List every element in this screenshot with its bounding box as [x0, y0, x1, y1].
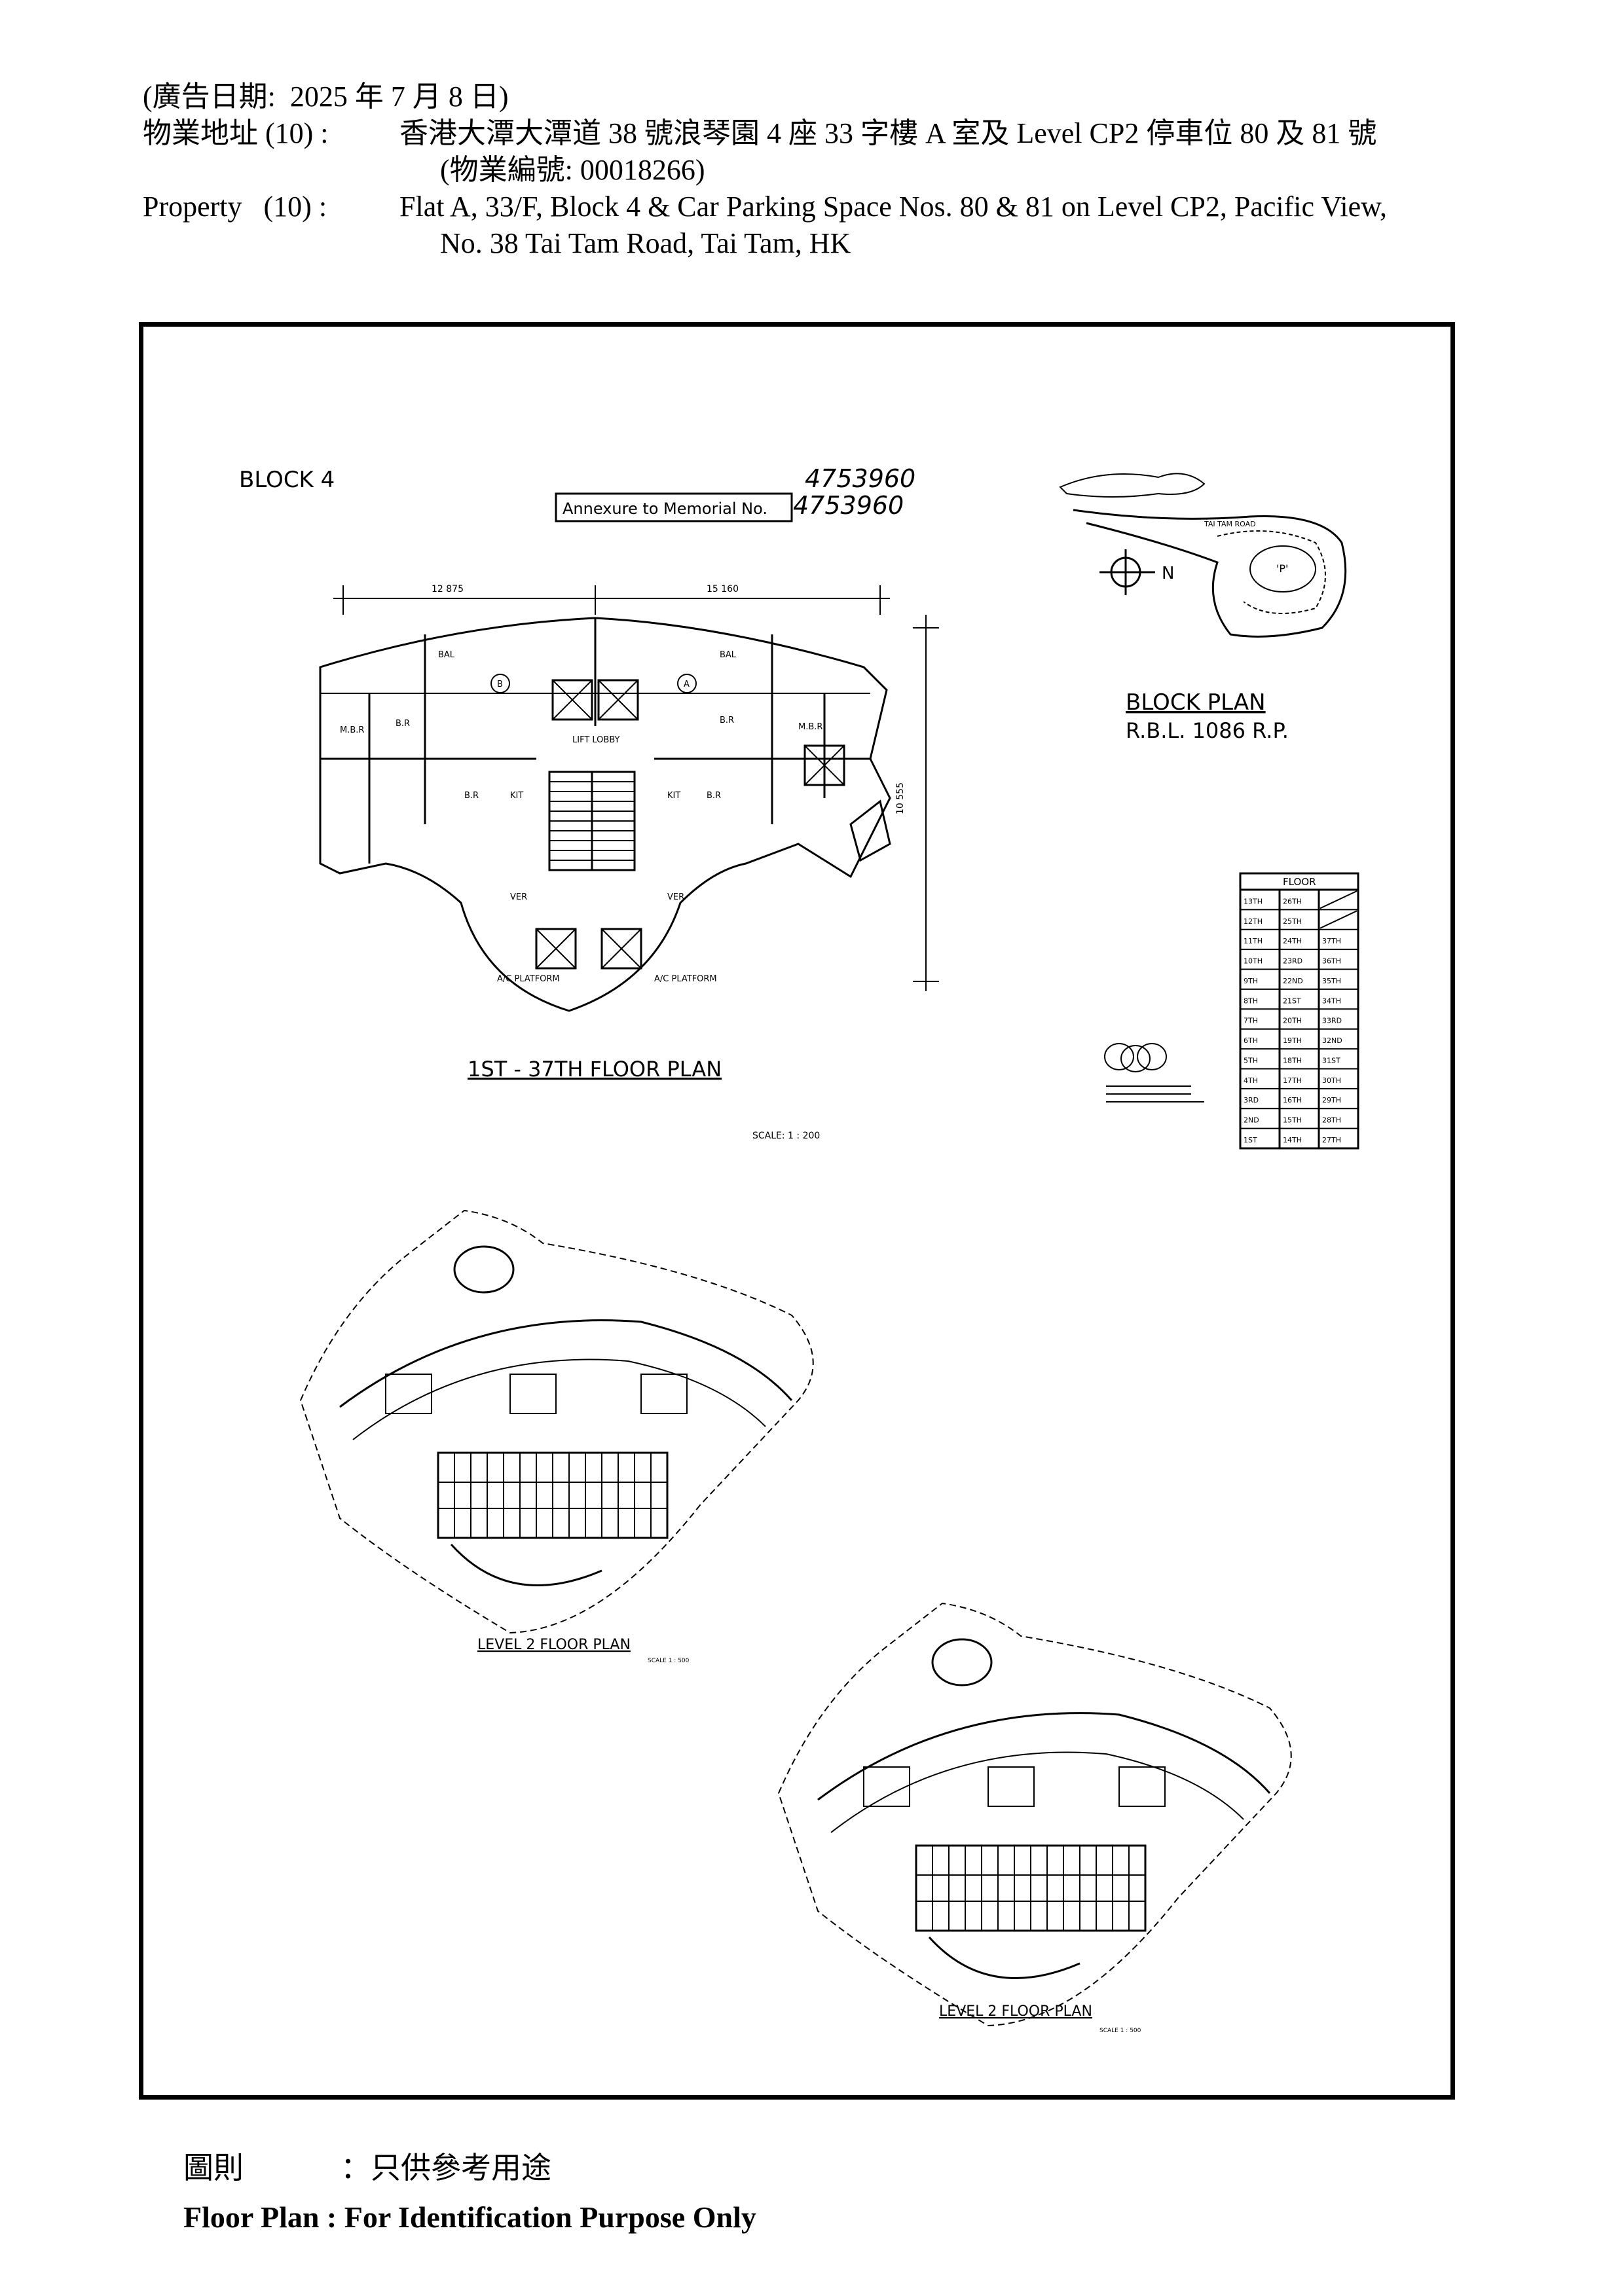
floor-table-cell: 12TH — [1244, 917, 1263, 926]
property-en-line2: No. 38 Tai Tam Road, Tai Tam, HK — [440, 227, 851, 259]
floor-table-empty-cell — [1320, 910, 1357, 929]
floor-table-cell: 19TH — [1283, 1036, 1302, 1045]
room-ac-right: A/C PLATFORM — [654, 974, 717, 984]
level2-scale-upper: SCALE 1 : 500 — [648, 1658, 690, 1664]
room-br-lower-left: B.R — [464, 791, 479, 801]
dimension-lines — [333, 585, 939, 991]
floor-table-cell: 11TH — [1244, 937, 1263, 945]
floor-table-cell: 32ND — [1322, 1036, 1342, 1045]
floor-table-cell: 5TH — [1244, 1056, 1258, 1065]
lift-lobby-label: LIFT LOBBY — [572, 735, 620, 745]
floor-table-cell: 10TH — [1244, 957, 1263, 966]
floor-table-cell: 8TH — [1244, 996, 1258, 1005]
floor-table-cell: 14TH — [1283, 1136, 1302, 1144]
unit-a-label: A — [684, 680, 690, 689]
room-bal-right: BAL — [720, 650, 737, 660]
floor-plan-drawing: BLOCK 4 4753960 Annexure to Memorial No.… — [239, 464, 1359, 2034]
floor-table-cell: 23RD — [1283, 957, 1302, 966]
floor-table-cell: 21ST — [1283, 996, 1301, 1005]
site-label: 'P' — [1276, 562, 1288, 575]
room-br-lower-right: B.R — [707, 791, 721, 801]
room-ver-left: VER — [510, 892, 527, 902]
memorial-label: Annexure to Memorial No. — [563, 500, 767, 518]
advert-date: (廣告日期: 2025 年 7 月 8 日) — [143, 81, 509, 113]
floor-plan-frame: BLOCK 4 4753960 Annexure to Memorial No.… — [139, 322, 1455, 2100]
floor-table-header: FLOOR — [1283, 876, 1316, 888]
floor-table-cell: 13TH — [1244, 897, 1263, 905]
floor-table-cell: 30TH — [1322, 1076, 1341, 1085]
floor-table-cell: 6TH — [1244, 1036, 1258, 1045]
north-arrow-label: N — [1162, 564, 1174, 583]
level2-title-lower: LEVEL 2 FLOOR PLAN — [939, 2003, 1092, 2020]
floor-table-cell: 27TH — [1322, 1136, 1341, 1144]
floor-table-cell: 29TH — [1322, 1096, 1341, 1104]
floor-table-empty-cell — [1320, 890, 1357, 909]
floor-table-cell: 3RD — [1244, 1096, 1259, 1104]
floor-table-cell: 35TH — [1322, 977, 1341, 985]
floor-table-cell: 9TH — [1244, 977, 1258, 985]
dimension-right: 15 160 — [707, 584, 739, 594]
room-ver-right: VER — [667, 892, 684, 902]
floor-plan-title: 1ST - 37TH FLOOR PLAN — [468, 1057, 722, 1082]
floor-table-cell: 2ND — [1244, 1116, 1259, 1125]
stamp-scribble — [1104, 1043, 1204, 1102]
floor-table-cell: 20TH — [1283, 1017, 1302, 1025]
floor-table-cell: 15TH — [1283, 1116, 1302, 1125]
memorial-handwritten: 4753960 — [805, 464, 915, 493]
level2-floor-plan-upper — [299, 1209, 814, 1634]
room-br-left: B.R — [396, 719, 410, 729]
floor-table-cell: 31ST — [1322, 1056, 1340, 1065]
room-kit-right: KIT — [667, 791, 680, 801]
road-label: TAI TAM ROAD — [1204, 520, 1256, 528]
property-number: (物業編號: 00018266) — [440, 154, 705, 186]
unit-b-label: B — [497, 680, 503, 689]
level2-floor-plan-lower — [777, 1602, 1292, 2027]
floor-table-cell: 18TH — [1283, 1056, 1302, 1065]
floor-table-cell: 33RD — [1322, 1017, 1342, 1025]
address-zh-label: 物業地址 (10) : — [143, 117, 329, 149]
room-bal-left: BAL — [438, 650, 455, 660]
room-ac-left: A/C PLATFORM — [497, 974, 560, 984]
floor-table-cell: 36TH — [1322, 957, 1341, 966]
room-br-right: B.R — [720, 716, 734, 725]
block-plan-subtitle: R.B.L. 1086 R.P. — [1126, 718, 1289, 743]
footer-zh-label: 圖則 — [183, 2150, 244, 2185]
floor-table-cell: 34TH — [1322, 996, 1341, 1005]
dimension-vertical: 10 555 — [895, 782, 906, 814]
memorial-number: 4753960 — [793, 491, 904, 520]
floor-table-cell: 16TH — [1283, 1096, 1302, 1104]
room-kit-left: KIT — [510, 791, 523, 801]
floor-table-cell: 17TH — [1283, 1076, 1302, 1085]
level2-title-upper: LEVEL 2 FLOOR PLAN — [477, 1637, 631, 1653]
footer-en-text: Floor Plan : For Identification Purpose … — [183, 2200, 756, 2234]
block-plan-sketch — [1059, 473, 1347, 638]
floor-table-cell: 25TH — [1283, 917, 1302, 926]
floor-table-cell: 1ST — [1244, 1136, 1257, 1144]
property-en-label: Property (10) : — [143, 191, 327, 223]
level2-scale-lower: SCALE 1 : 500 — [1099, 2028, 1141, 2034]
typical-floor-plan — [319, 617, 891, 1012]
floor-plan-scale: SCALE: 1 : 200 — [752, 1131, 820, 1141]
floor-table-cell: 26TH — [1283, 897, 1302, 905]
floor-table-cell: 22ND — [1283, 977, 1303, 985]
room-mbr-right: M.B.R — [798, 722, 822, 732]
footer-zh-text: ：只供參考用途 — [341, 2150, 551, 2185]
address-zh: 香港大潭大潭道 38 號浪琴園 4 座 33 字樓 A 室及 Level CP2… — [399, 117, 1377, 149]
memorial-box — [555, 492, 793, 522]
floor-table-cell: 37TH — [1322, 937, 1341, 945]
floor-table-rows: 13TH 26TH 12TH 25TH 11TH 24TH 37TH 10TH 23RD 36TH… — [1240, 890, 1358, 1149]
floor-table-cell: 4TH — [1244, 1076, 1258, 1085]
floor-table-cell: 24TH — [1283, 937, 1302, 945]
room-mbr-left: M.B.R — [340, 725, 364, 735]
dimension-left: 12 875 — [432, 584, 464, 594]
property-en-line1: Flat A, 33/F, Block 4 & Car Parking Spac… — [399, 191, 1388, 223]
block-plan-title: BLOCK PLAN — [1126, 689, 1266, 716]
block-title: BLOCK 4 — [239, 467, 335, 493]
floor-table-cell: 7TH — [1244, 1017, 1258, 1025]
floor-table — [1239, 872, 1359, 1150]
floor-table-cell: 28TH — [1322, 1116, 1341, 1125]
